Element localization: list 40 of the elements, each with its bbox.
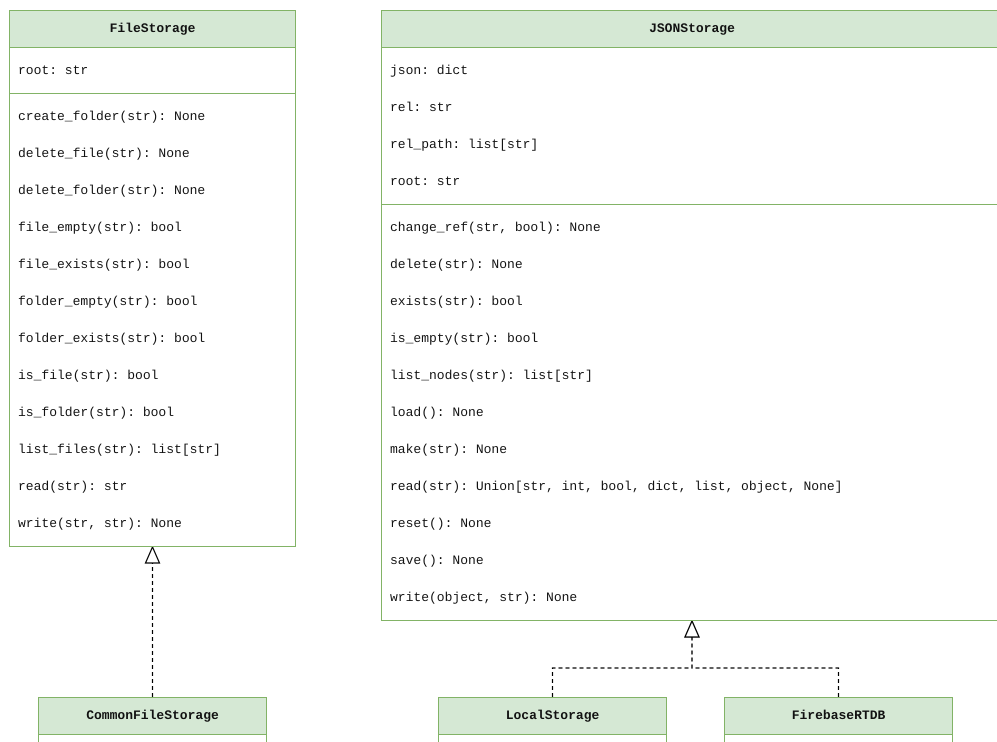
member-text: create_folder(str): None — [18, 108, 206, 126]
class-header: FirebaseRTDB — [725, 698, 952, 734]
realization-arrow — [684, 620, 840, 697]
member-text: read(str): Union[str, int, bool, dict, list, object, None] — [390, 478, 842, 496]
member-text: write(object, str): None — [390, 588, 578, 607]
member-text: list_nodes(str): list[str] — [390, 366, 593, 385]
member-text: file_empty(str): bool — [18, 218, 182, 237]
member-text: delete(str): None — [390, 256, 523, 274]
member-text: rel_path: list[str] — [390, 136, 538, 154]
member-text: folder_empty(str): bool — [18, 292, 198, 311]
member-text: rel: str — [390, 98, 452, 117]
realization-arrow — [144, 546, 160, 697]
class-header: CommonFileStorage — [39, 698, 266, 734]
member-text: root: str — [390, 172, 460, 191]
member-text: is_file(str): bool — [18, 366, 158, 385]
member-text: make(str): None — [390, 440, 508, 459]
member-text: file_exists(str): bool — [18, 256, 190, 274]
class-header: LocalStorage — [439, 698, 666, 734]
member-text: exists(str): bool — [390, 292, 523, 311]
member-text: load(): None — [390, 404, 484, 422]
class-box — [381, 10, 997, 621]
member-text: delete_folder(str): None — [18, 182, 206, 200]
class-box — [9, 10, 296, 547]
member-text: reset(): None — [390, 514, 492, 533]
member-text: is_folder(str): bool — [18, 404, 174, 422]
class-header: JSONStorage — [382, 11, 997, 47]
member-text: delete_file(str): None — [18, 144, 190, 163]
class-header: FileStorage — [10, 11, 295, 47]
class-box — [438, 697, 667, 742]
member-text: read(str): str — [18, 478, 128, 496]
member-text: json: dict — [390, 62, 468, 80]
member-text: is_empty(str): bool — [390, 330, 538, 348]
class-box — [724, 697, 953, 742]
member-text: write(str, str): None — [18, 514, 182, 533]
class-box — [38, 697, 267, 742]
member-text: save(): None — [390, 552, 484, 570]
member-text: list_files(str): list[str] — [18, 440, 221, 459]
member-text: folder_exists(str): bool — [18, 330, 206, 348]
member-text: root: str — [18, 62, 88, 80]
member-text: change_ref(str, bool): None — [390, 218, 601, 237]
